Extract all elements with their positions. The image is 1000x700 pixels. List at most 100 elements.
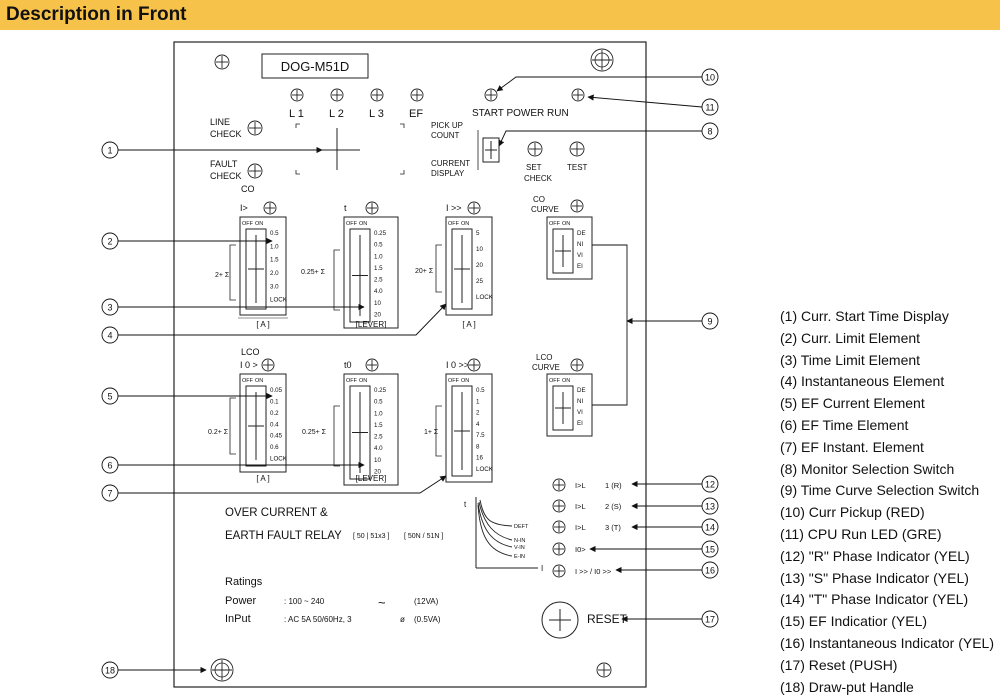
switch-unit: [ A ] — [256, 474, 269, 483]
fault-check-button[interactable] — [247, 163, 263, 179]
power-value: : 100 ~ 240 — [284, 597, 325, 606]
indicator-phase: 3 (T) — [605, 523, 621, 532]
test-label: TEST — [567, 163, 588, 172]
indicator-led-icon — [552, 564, 566, 578]
switch-value: 2.5 — [374, 277, 383, 284]
indicator-4: I0> — [552, 542, 586, 556]
model-plate — [261, 53, 369, 79]
phase-ef: EF — [409, 108, 423, 120]
code-50n-51n: [ 50N / 51N ] — [404, 533, 443, 540]
test-button[interactable] — [569, 141, 585, 157]
power-label: Power — [225, 595, 257, 607]
switch-value: 0.5 — [374, 399, 383, 406]
phase-led-icon — [290, 88, 304, 102]
callout-9: 9 — [626, 312, 719, 330]
display-crosshair — [295, 123, 405, 175]
relay-title-1: OVER CURRENT & — [225, 507, 328, 519]
switch-off-label: OFF — [448, 378, 460, 384]
callout-6: 6 — [101, 456, 365, 474]
callout-number: 10 — [705, 73, 715, 83]
reset-button[interactable] — [541, 601, 579, 639]
legend-item: (1) Curr. Start Time Display — [780, 308, 949, 324]
line-check-button[interactable] — [247, 120, 263, 136]
switch-title: t — [344, 203, 347, 213]
draw-out-handle-icon[interactable] — [210, 658, 234, 682]
reset-label: RESET — [587, 612, 628, 626]
callout-number: 13 — [705, 502, 715, 512]
fault-check-1: FAULT — [210, 159, 238, 169]
section-header: Description in Front — [0, 0, 1000, 30]
power-va: (12VA) — [414, 597, 439, 606]
switch-value: LOCK — [270, 456, 288, 463]
callout-7: 7 — [101, 475, 447, 502]
switch-unit: [ A ] — [462, 320, 475, 329]
line-check-1: LINE — [210, 117, 230, 127]
relay-title-2: EARTH FAULT RELAY — [225, 530, 342, 542]
switch-value: 10 — [374, 457, 381, 464]
switch-value: 10 — [476, 246, 483, 253]
callout-15: 15 — [589, 540, 719, 558]
switch-value: LOCK — [476, 294, 494, 301]
callout-number: 5 — [107, 392, 112, 402]
indicator-label: I >> / I0 >> — [575, 567, 612, 576]
callout-1: 1 — [101, 141, 323, 159]
callout-8: 8 — [498, 122, 719, 147]
legend-item: (5) EF Current Element — [780, 395, 925, 412]
phase-led-icon — [410, 88, 424, 102]
callout-number: 7 — [107, 489, 112, 499]
legend-item: (3) Time Limit Element — [780, 351, 921, 368]
switch-on-label: ON — [255, 221, 263, 227]
callout-number: 17 — [705, 615, 715, 625]
curve-graph: t I DEFT N-IN V-IN E-IN — [464, 497, 543, 573]
ratings-title: Ratings — [225, 576, 263, 588]
callout-12: 12 — [631, 475, 719, 493]
switch-value: 1.5 — [374, 265, 383, 272]
switch-value: 0.5 — [374, 242, 383, 249]
input-label: InPut — [225, 613, 251, 625]
switch-value: 2.0 — [270, 270, 279, 277]
switch-base: 0.2+ Σ — [208, 429, 229, 436]
phase-led-icon — [330, 88, 344, 102]
switch-title: I 0 > — [240, 360, 258, 370]
input-va: (0.5VA) — [414, 615, 441, 624]
phase-led-row — [247, 88, 585, 179]
switch-on-label: ON — [562, 221, 570, 227]
curve-deft: DEFT — [514, 524, 529, 530]
switch-value: 4.0 — [374, 288, 383, 295]
section-title: Description in Front — [6, 4, 187, 25]
pickup-count-2: COUNT — [431, 131, 460, 140]
switch-title: I >> — [446, 203, 462, 213]
switch-value: 20 — [476, 262, 483, 269]
set-check-2: CHECK — [524, 174, 553, 183]
callout-4: 4 — [101, 303, 447, 344]
switch-value: 5 — [476, 230, 480, 237]
legend-item: (13) "S" Phase Indicator (YEL) — [780, 569, 969, 586]
legend-list: (1) Curr. Start Time Display (2) Curr. Li… — [780, 306, 994, 698]
switch-on-label: ON — [562, 378, 570, 384]
model-name: DOG-M51D — [281, 59, 350, 74]
legend-item: (2) Curr. Limit Element — [780, 329, 921, 346]
switch-title: I 0 >> — [446, 360, 469, 370]
fault-check-2: CHECK — [210, 171, 242, 181]
switch-value: DE — [577, 387, 586, 394]
monitor-selection-switch[interactable] — [482, 137, 500, 163]
set-check-button[interactable] — [527, 141, 543, 157]
pickup-led-icon — [484, 88, 498, 102]
switch-value: 2 — [476, 410, 480, 417]
switch-value: 1.0 — [374, 410, 383, 417]
callout-5: 5 — [101, 387, 273, 405]
switch-value: EI — [577, 420, 583, 427]
indicator-label: I>L — [575, 481, 586, 490]
